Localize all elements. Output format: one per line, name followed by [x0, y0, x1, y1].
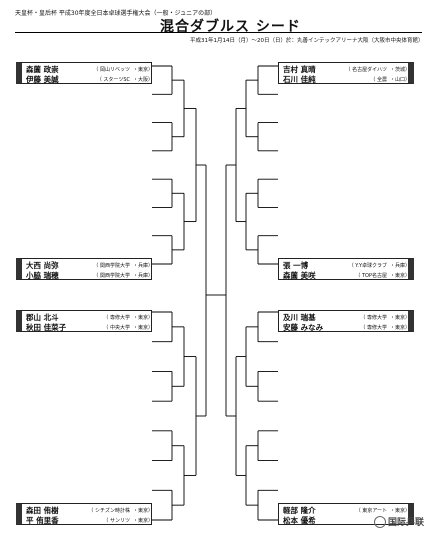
player-prefecture: ・東京）	[133, 324, 154, 331]
player-row: 秋田 佳菜子 （ 中央大学・東京）	[22, 322, 154, 332]
player-club: （ 関西学院大学	[93, 262, 130, 269]
player-name: 森薗 美咲	[283, 270, 316, 280]
player-club: （ スターツSC	[96, 76, 130, 83]
player-club: （ TOP名古屋	[355, 272, 387, 279]
player-row: 及川 瑞基 （ 専修大学・東京）	[279, 312, 411, 322]
player-prefecture: ・東京）	[390, 272, 411, 279]
player-prefecture: ・東京）	[133, 507, 154, 514]
player-prefecture: ・東京）	[133, 517, 154, 524]
player-club: （ 東京アート	[355, 507, 387, 514]
seed-team-left: 大西 尚弥 （ 関西学院大学・兵庫） 小脇 瑞穂 （ 関西学院大学・兵庫）	[16, 258, 154, 280]
player-row: 張 一博 （ Y.Y卓球クラブ・兵庫）	[279, 260, 411, 270]
title-row: 混合ダブルス シード	[15, 16, 422, 35]
player-prefecture: ・山口）	[390, 76, 411, 83]
player-row: 森薗 美咲 （ TOP名古屋・東京）	[279, 270, 411, 280]
player-name: 及川 瑞基	[283, 312, 316, 322]
player-name: 森田 侑樹	[26, 505, 59, 515]
player-name: 軽部 隆介	[283, 505, 316, 515]
watermark-logo-icon	[373, 516, 386, 528]
player-row: 森薗 政崇 （ 岡山リベッツ・東京）	[22, 64, 154, 74]
player-row: 伊藤 美誠 （ スターツSC・大阪）	[22, 74, 154, 84]
tournament-name: 天皇杯・皇后杯 平成30年度全日本卓球選手権大会（一般・ジュニアの部）	[15, 10, 217, 17]
player-name: 張 一博	[283, 260, 309, 270]
seed-team-right: 吉村 真晴 （ 名古屋ダイハツ・茨城） 石川 佳純 （ 全農・山口）	[278, 62, 414, 84]
player-prefecture: ・東京）	[390, 314, 411, 321]
player-row: 軽部 隆介 （ 東京アート・東京）	[279, 505, 411, 515]
seed-team-left: 森薗 政崇 （ 岡山リベッツ・東京） 伊藤 美誠 （ スターツSC・大阪）	[16, 62, 154, 84]
title-divider	[15, 32, 422, 33]
player-name: 小脇 瑞穂	[26, 270, 59, 280]
player-name: 吉村 真晴	[283, 64, 316, 74]
seed-team-left: 森田 侑樹 （ シチズン時計株・東京） 平 侑里香 （ サンリツ・東京）	[16, 503, 154, 525]
player-club: （ 専修大学	[360, 314, 387, 321]
player-club: （ 全農	[370, 76, 387, 83]
player-club: （ 中央大学	[103, 324, 130, 331]
player-prefecture: ・東京）	[390, 324, 411, 331]
player-name: 平 侑里香	[26, 515, 59, 525]
player-prefecture: ・東京）	[133, 314, 154, 321]
player-row: 松本 優希	[279, 515, 408, 525]
player-prefecture: ・大阪）	[133, 76, 154, 83]
player-row: 平 侑里香 （ サンリツ・東京）	[22, 515, 154, 525]
player-name: 秋田 佳菜子	[26, 322, 67, 332]
player-club: （ 専修大学	[103, 314, 130, 321]
player-name: 郡山 北斗	[26, 312, 59, 322]
player-name: 安藤 みなみ	[283, 322, 324, 332]
player-name: 森薗 政崇	[26, 64, 59, 74]
player-row: 吉村 真晴 （ 名古屋ダイハツ・茨城）	[279, 64, 411, 74]
player-club: （ Y.Y卓球クラブ	[348, 262, 387, 269]
seed-team-right: 及川 瑞基 （ 専修大学・東京） 安藤 みなみ （ 専修大学・東京）	[278, 310, 414, 332]
player-club: （ 専修大学	[360, 324, 387, 331]
player-club: （ 名古屋ダイハツ	[345, 66, 388, 73]
player-name: 松本 優希	[283, 515, 316, 525]
player-row: 森田 侑樹 （ シチズン時計株・東京）	[22, 505, 154, 515]
seed-team-right: 張 一博 （ Y.Y卓球クラブ・兵庫） 森薗 美咲 （ TOP名古屋・東京）	[278, 258, 414, 280]
player-name: 石川 佳純	[283, 74, 316, 84]
seed-team-left: 郡山 北斗 （ 専修大学・東京） 秋田 佳菜子 （ 中央大学・東京）	[16, 310, 154, 332]
player-row: 郡山 北斗 （ 専修大学・東京）	[22, 312, 154, 322]
player-row: 小脇 瑞穂 （ 関西学院大学・兵庫）	[22, 270, 154, 280]
player-club: （ 岡山リベッツ	[93, 66, 130, 73]
player-row: 石川 佳純 （ 全農・山口）	[279, 74, 411, 84]
player-name: 伊藤 美誠	[26, 74, 59, 84]
player-row: 大西 尚弥 （ 関西学院大学・兵庫）	[22, 260, 154, 270]
player-prefecture: ・兵庫）	[133, 272, 154, 279]
player-prefecture: ・東京）	[390, 507, 411, 514]
player-club: （ シチズン時計株	[88, 507, 130, 514]
player-prefecture: ・東京）	[133, 66, 154, 73]
player-club: （ 関西学院大学	[93, 272, 130, 279]
player-prefecture: ・兵庫）	[390, 262, 411, 269]
watermark-text: 国际乒联	[387, 517, 424, 528]
event-date-venue: 平成31年1月14日（月）〜20日（日）於：丸善インテックアリーナ大阪（大阪市中…	[190, 38, 424, 44]
watermark: 国际乒联	[373, 515, 424, 528]
player-name: 大西 尚弥	[26, 260, 59, 270]
player-club: （ サンリツ	[103, 517, 130, 524]
page-title: 混合ダブルス シード	[160, 19, 301, 35]
player-row: 安藤 みなみ （ 専修大学・東京）	[279, 322, 411, 332]
player-prefecture: ・兵庫）	[133, 262, 154, 269]
player-prefecture: ・茨城）	[390, 66, 411, 73]
